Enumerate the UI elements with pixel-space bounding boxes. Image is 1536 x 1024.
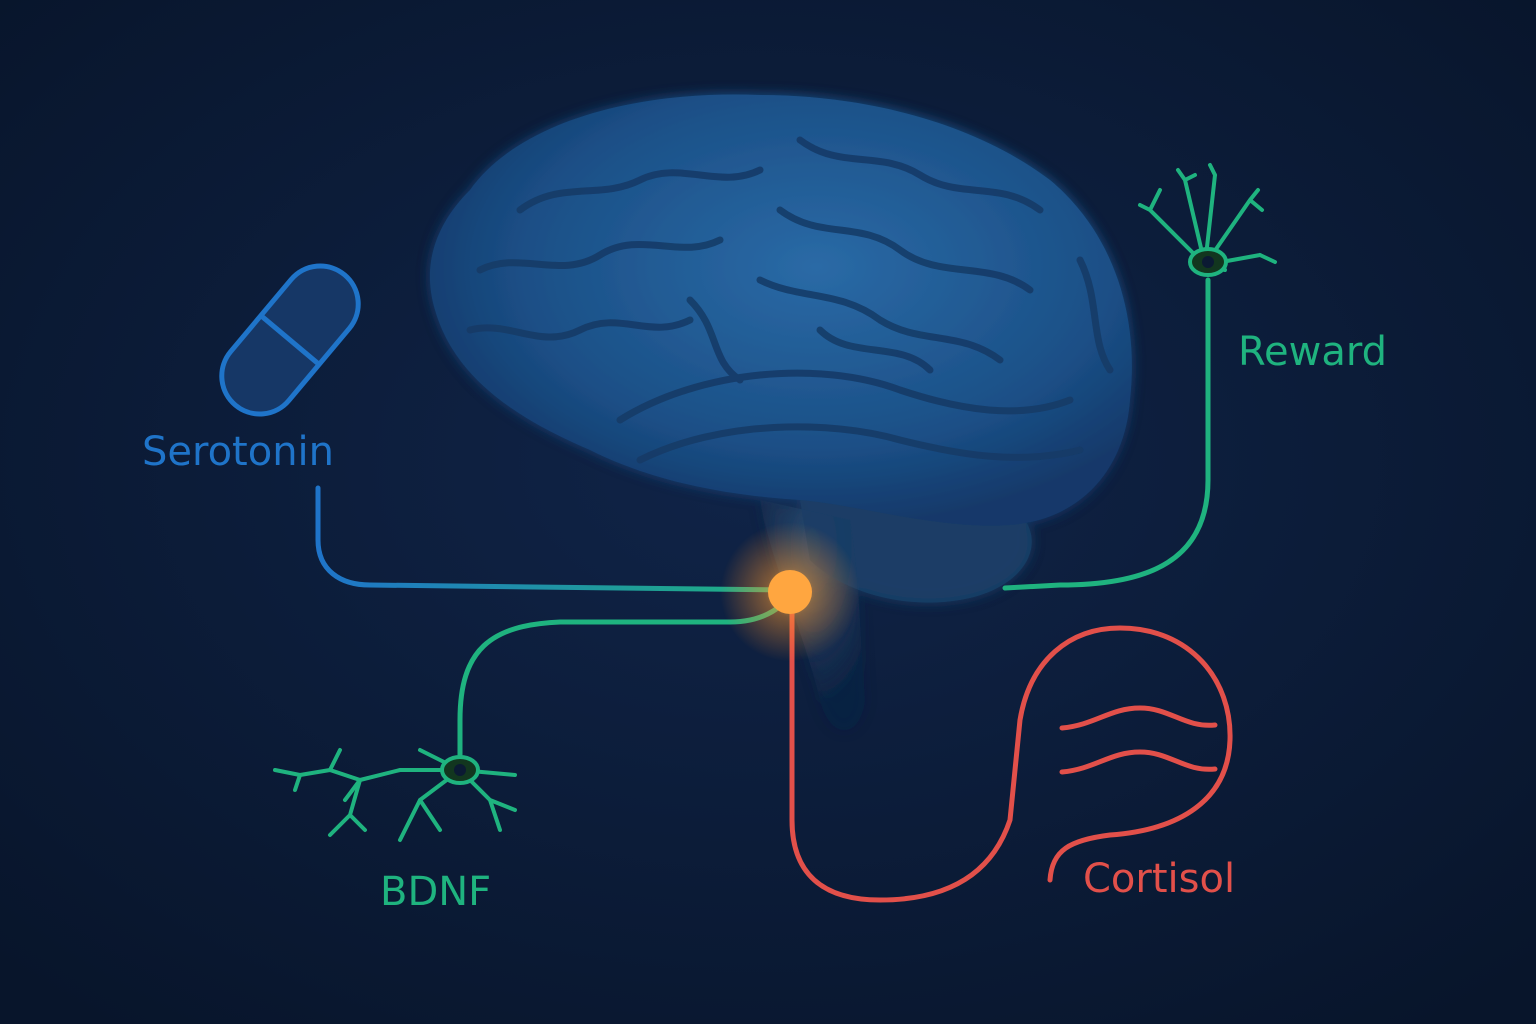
cortisol-label: Cortisol	[1083, 856, 1235, 902]
reward-label: Reward	[1238, 329, 1387, 375]
wave-icon	[1059, 705, 1218, 775]
capsule-icon	[219, 263, 361, 417]
cortisol-pathway	[789, 605, 1233, 903]
glow-node-icon	[720, 522, 860, 662]
reward-pathway	[1002, 277, 1211, 591]
neuron-icon	[273, 748, 517, 842]
serotonin-label: Serotonin	[142, 429, 334, 475]
bdnf-label: BDNF	[380, 869, 491, 915]
neuron-icon	[1138, 163, 1277, 277]
serotonin-pathway	[315, 485, 793, 593]
brain-icon	[429, 94, 1132, 730]
